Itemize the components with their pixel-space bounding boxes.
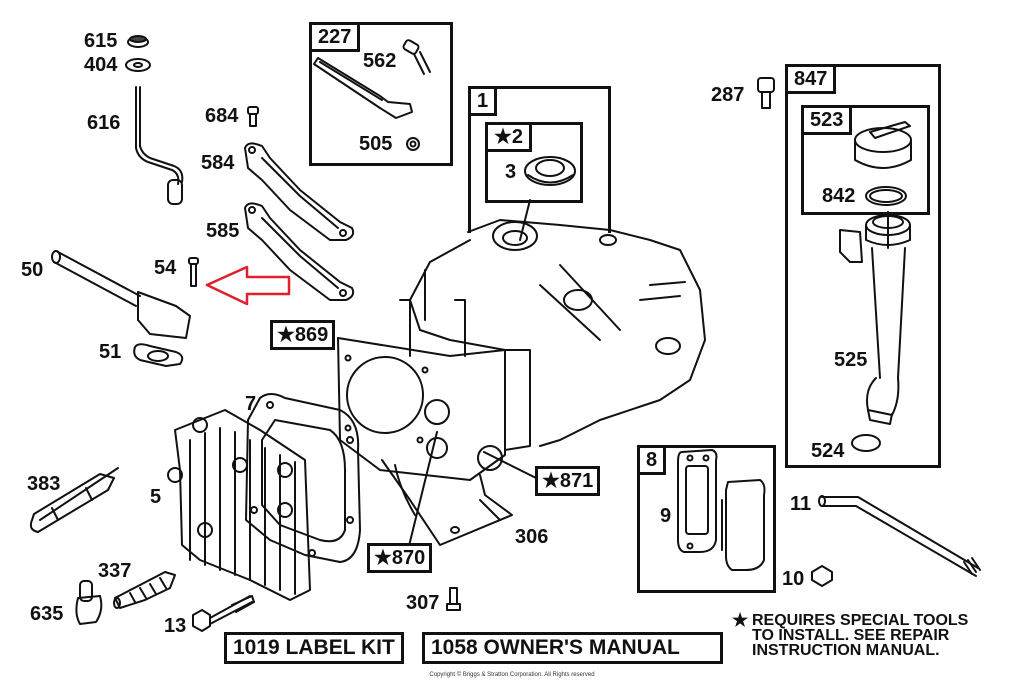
part-label-3: 3 <box>505 161 517 183</box>
part-523-cap <box>854 121 912 169</box>
special-tool-label-871: ★871 <box>535 466 601 496</box>
part-5-cylinder-head <box>167 409 311 601</box>
part-7-head-gasket <box>245 393 361 563</box>
part-615-nut <box>127 35 149 48</box>
part-label-7: 7 <box>245 393 257 415</box>
part-label-383: 383 <box>27 473 61 495</box>
cylinder-barrel <box>337 269 506 481</box>
note-line-1: REQUIRES SPECIAL TOOLS <box>752 612 969 629</box>
part-50-breather-tube <box>51 250 191 339</box>
part-label-505: 505 <box>359 133 393 155</box>
part-562-screw <box>402 39 431 75</box>
part-label-9: 9 <box>660 505 672 527</box>
group-tag-1: 1 <box>468 86 498 116</box>
part-524-oring <box>851 434 881 452</box>
part-label-5: 5 <box>150 486 162 508</box>
part-label-404: 404 <box>84 54 118 76</box>
part-label-562: 562 <box>363 50 397 72</box>
leader-line-3 <box>519 199 531 241</box>
group-tag-847: 847 <box>785 64 837 94</box>
part-label-306: 306 <box>515 526 549 548</box>
group-box-8: 8 <box>637 445 776 593</box>
owners-manual-box: 1058 OWNER'S MANUAL <box>422 632 723 664</box>
part-635-terminal <box>75 580 103 625</box>
leader-line-871 <box>483 451 541 481</box>
special-tools-note: ★ REQUIRES SPECIAL TOOLS TO INSTALL. SEE… <box>732 611 969 659</box>
part-51-gasket <box>133 343 184 367</box>
note-line-3: INSTRUCTION MANUAL. <box>752 642 940 659</box>
part-8-cover <box>721 479 766 571</box>
part-label-10: 10 <box>782 568 805 590</box>
part-label-616: 616 <box>87 112 121 134</box>
leader-line-870 <box>407 431 438 551</box>
part-383-wrench <box>29 467 119 533</box>
note-line-2: TO INSTALL. SEE REPAIR <box>752 627 950 644</box>
part-label-50: 50 <box>21 259 44 281</box>
group-tag-227: 227 <box>309 22 361 52</box>
part-label-584: 584 <box>201 152 235 174</box>
part-label-51: 51 <box>99 341 122 363</box>
part-54-screw <box>188 257 199 287</box>
copyright-text: Copyright © Briggs & Stratton Corporatio… <box>429 672 595 678</box>
part-label-684: 684 <box>205 105 239 127</box>
part-404-washer <box>125 58 151 72</box>
group-box-227: 227 <box>309 22 453 166</box>
part-306-deflector <box>381 459 513 546</box>
part-227-bracket <box>313 57 413 119</box>
part-label-13: 13 <box>164 615 187 637</box>
part-label-585: 585 <box>206 220 240 242</box>
group-box-523: 523 <box>801 105 930 215</box>
group-tag-2: ★2 <box>485 122 533 152</box>
crankcase-block <box>409 219 706 451</box>
part-label-842: 842 <box>822 185 856 207</box>
part-684-bolt <box>247 106 259 127</box>
group-box-1: 1 <box>468 86 611 233</box>
group-tag-8: 8 <box>637 445 667 475</box>
part-label-635: 635 <box>30 603 64 625</box>
part-584-gasket <box>244 142 355 241</box>
part-label-11: 11 <box>790 493 812 515</box>
part-585-gasket <box>244 202 355 301</box>
special-tool-label-870: ★870 <box>367 543 433 573</box>
star-icon: ★ <box>732 610 749 630</box>
part-9-gasket <box>677 449 718 553</box>
part-label-307: 307 <box>406 592 440 614</box>
group-box-847: 847 <box>785 64 941 468</box>
special-tool-label-869: ★869 <box>270 320 336 350</box>
group-box-2: ★2 <box>485 122 583 203</box>
label-kit-box: 1019 LABEL KIT <box>224 632 404 664</box>
part-label-287: 287 <box>711 84 745 106</box>
part-label-54: 54 <box>154 257 177 279</box>
part-label-525: 525 <box>834 349 868 371</box>
part-616-rod <box>135 86 184 205</box>
part-307-bolt <box>446 587 461 611</box>
part-287-plug <box>757 77 775 109</box>
part-337-spark-plug <box>113 571 176 609</box>
group-tag-523: 523 <box>801 105 853 135</box>
part-842-oring <box>865 186 907 206</box>
part-11-dipstick <box>818 495 981 577</box>
part-505-nut <box>406 137 420 151</box>
part-label-615: 615 <box>84 30 118 52</box>
part-13-bolt <box>192 595 255 632</box>
part-label-524: 524 <box>811 440 845 462</box>
part-label-337: 337 <box>98 560 132 582</box>
part-10-plug <box>811 565 833 587</box>
highlight-arrow <box>205 265 291 306</box>
part-3-seal <box>524 156 576 186</box>
